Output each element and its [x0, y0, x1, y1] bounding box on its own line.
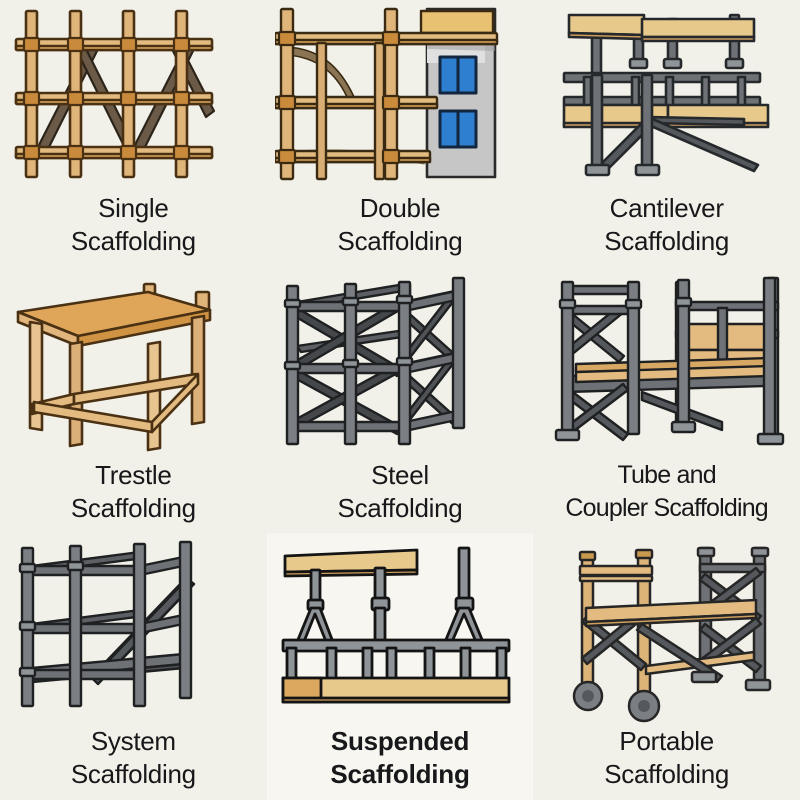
caption-suspended-scaffolding: Suspended Scaffolding	[330, 726, 470, 790]
suspended-scaffolding-illustration	[267, 537, 534, 725]
cantilever-scaffolding-illustration	[533, 4, 800, 192]
cell-double-scaffolding: Double Scaffolding	[267, 0, 534, 267]
caption-trestle-scaffolding: Trestle Scaffolding	[70, 459, 196, 523]
caption-tube-and-coupler-scaffolding: Tube and Coupler Scaffolding	[565, 460, 768, 522]
cell-single-scaffolding: Single Scaffolding	[0, 0, 267, 267]
single-scaffolding-illustration	[0, 4, 267, 192]
caption-portable-scaffolding: Portable Scaffolding	[604, 726, 730, 790]
cell-system-scaffolding: System Scaffolding	[0, 533, 267, 800]
trestle-scaffolding-illustration	[0, 271, 267, 459]
caption-steel-scaffolding: Steel Scaffolding	[337, 459, 463, 523]
caption-double-scaffolding: Double Scaffolding	[337, 193, 463, 256]
cell-portable-scaffolding: Portable Scaffolding	[533, 533, 800, 800]
cell-tube-and-coupler-scaffolding: Tube and Coupler Scaffolding	[533, 267, 800, 534]
tube-and-coupler-scaffolding-illustration	[533, 271, 800, 459]
caption-cantilever-scaffolding: Cantilever Scaffolding	[604, 193, 730, 256]
caption-single-scaffolding: Single Scaffolding	[70, 193, 196, 256]
cell-trestle-scaffolding: Trestle Scaffolding	[0, 267, 267, 534]
system-scaffolding-illustration	[0, 537, 267, 725]
cell-steel-scaffolding: Steel Scaffolding	[267, 267, 534, 534]
double-scaffolding-illustration	[267, 4, 534, 192]
caption-system-scaffolding: System Scaffolding	[70, 726, 196, 790]
steel-scaffolding-illustration	[267, 271, 534, 459]
cell-cantilever-scaffolding: Cantilever Scaffolding	[533, 0, 800, 267]
portable-scaffolding-illustration	[533, 537, 800, 725]
cell-suspended-scaffolding: Suspended Scaffolding	[266, 533, 534, 800]
